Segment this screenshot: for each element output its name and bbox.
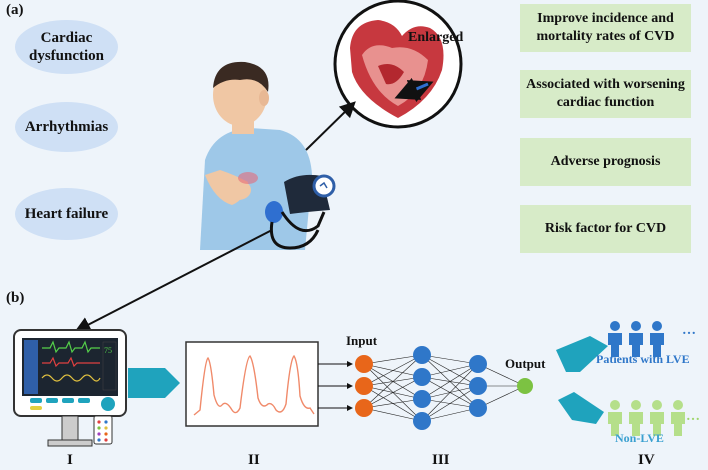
ecg-waveform-box: [185, 341, 319, 427]
heart-enlarged-label: Enlarged: [408, 30, 464, 45]
nn-edge: [421, 363, 479, 400]
nn-output-label: Output: [505, 356, 546, 371]
arrow-output-positive: [556, 336, 608, 372]
person-head: [652, 400, 662, 410]
nn-node: [355, 355, 373, 373]
stage-label-iv: IV: [638, 452, 655, 468]
effect-adverse-prognosis: Adverse prognosis: [520, 138, 691, 186]
nn-edge: [421, 407, 479, 422]
stage-label-iii: III: [432, 452, 450, 468]
nn-edge: [421, 354, 479, 365]
svg-text:…: …: [686, 409, 700, 424]
nn-edge: [363, 354, 423, 409]
people-lve-icon: [608, 321, 664, 357]
nn-node: [355, 399, 373, 417]
person-body: [608, 412, 622, 436]
nn-edge: [363, 354, 423, 387]
symptom-cardiac-dysfunction: Cardiac dysfunction: [15, 20, 118, 74]
person-body: [629, 412, 643, 436]
person-head: [652, 321, 662, 331]
arrow-arm-to-heart: [305, 101, 356, 151]
nn-nodes: [355, 346, 533, 430]
arrow-output-negative: [558, 392, 604, 424]
ecg-monitor-icon: 75: [13, 329, 127, 447]
person-body: [650, 333, 664, 357]
nn-input-label: Input: [346, 333, 378, 348]
person-head: [673, 400, 683, 410]
person-body: [650, 412, 664, 436]
enlarged-heart-illustration: [333, 0, 463, 129]
nn-node: [413, 390, 431, 408]
blood-pressure-cuff-icon: [265, 174, 336, 250]
nn-node: [413, 346, 431, 364]
label-non-lve: Non-LVE: [615, 431, 664, 445]
nn-node: [413, 412, 431, 430]
nn-edge: [421, 363, 479, 422]
patient-figure: [200, 61, 336, 250]
nn-edge: [421, 363, 479, 378]
effect-risk-factor: Risk factor for CVD: [520, 205, 691, 253]
stage-label-ii: II: [248, 452, 260, 468]
nn-edge: [363, 398, 423, 409]
person-body: [671, 412, 685, 436]
person-head: [631, 321, 641, 331]
svg-text:…: …: [682, 323, 696, 338]
nn-node: [469, 355, 487, 373]
nn-node: [413, 368, 431, 386]
person-body: [629, 333, 643, 357]
nn-edge: [363, 407, 423, 422]
person-head: [610, 400, 620, 410]
person-head: [631, 400, 641, 410]
nn-edge: [363, 376, 423, 409]
effect-worsening-function: Associated with worsening cardiac functi…: [520, 70, 691, 118]
person-body: [608, 333, 622, 357]
arrow-cuff-to-monitor: [74, 229, 273, 332]
nn-edge: [421, 385, 479, 422]
arrow-monitor-to-ecg: [128, 368, 180, 398]
neural-network: [363, 354, 526, 422]
symptom-heart-failure: Heart failure: [15, 188, 118, 240]
effect-incidence-mortality: Improve incidence and mortality rates of…: [520, 4, 691, 52]
nn-node: [469, 377, 487, 395]
person-head: [610, 321, 620, 331]
stage-label-i: I: [67, 452, 73, 468]
monitor-readout: 75: [104, 346, 112, 355]
nn-node: [469, 399, 487, 417]
label-patients-lve: Patients with LVE: [596, 352, 690, 366]
nn-node: [517, 378, 533, 394]
panel-b-label: (b): [6, 290, 25, 306]
nn-edge: [363, 354, 423, 365]
symptom-arrhythmias: Arrhythmias: [15, 102, 118, 152]
nn-node: [355, 377, 373, 395]
panel-a-label: (a): [6, 2, 24, 18]
people-non-lve-icon: [608, 400, 685, 436]
